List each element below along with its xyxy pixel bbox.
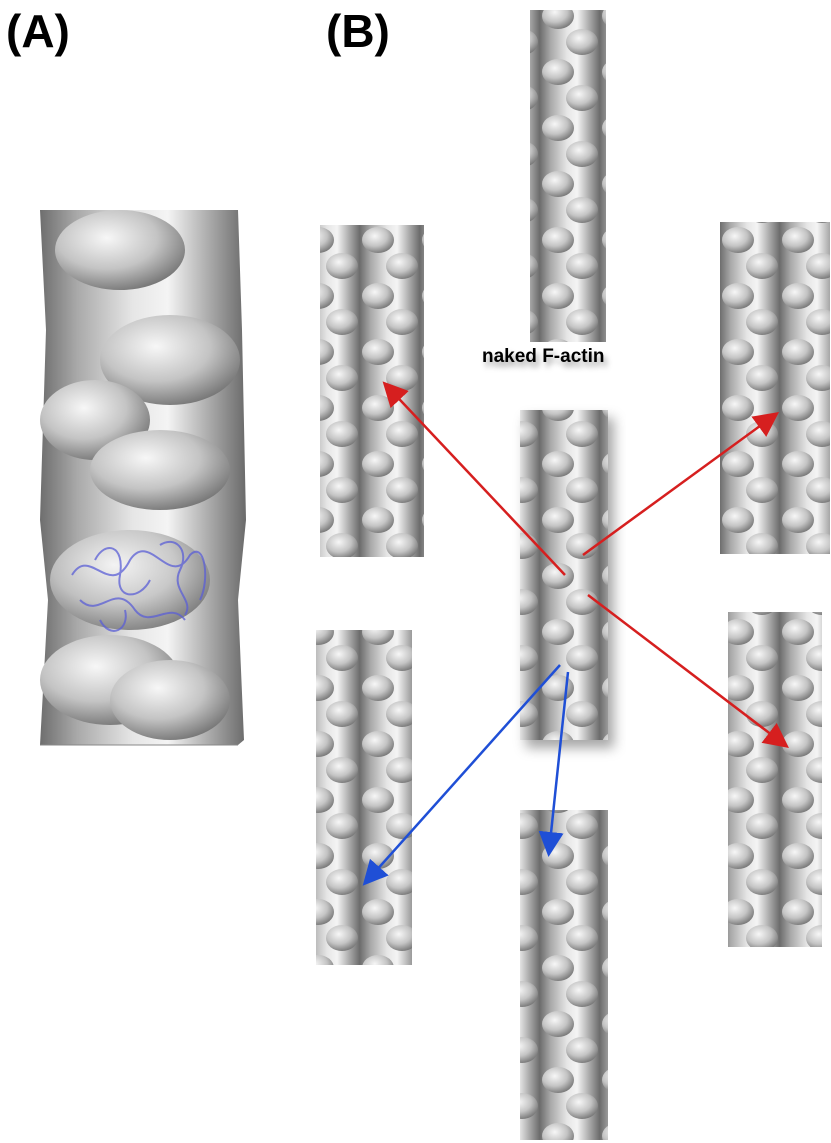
panel-a-filament: [40, 210, 246, 890]
naked-actin-filament: [530, 10, 606, 342]
bottom-center-filament: [520, 810, 608, 1140]
naked-actin-label: naked F-actin: [482, 346, 604, 368]
right-top-filament: [720, 222, 830, 554]
right-bottom-filament: [728, 612, 822, 947]
left-bottom-filament: [316, 630, 412, 965]
panel-a-filament-lower: [44, 600, 244, 745]
left-top-filament: [320, 225, 424, 557]
